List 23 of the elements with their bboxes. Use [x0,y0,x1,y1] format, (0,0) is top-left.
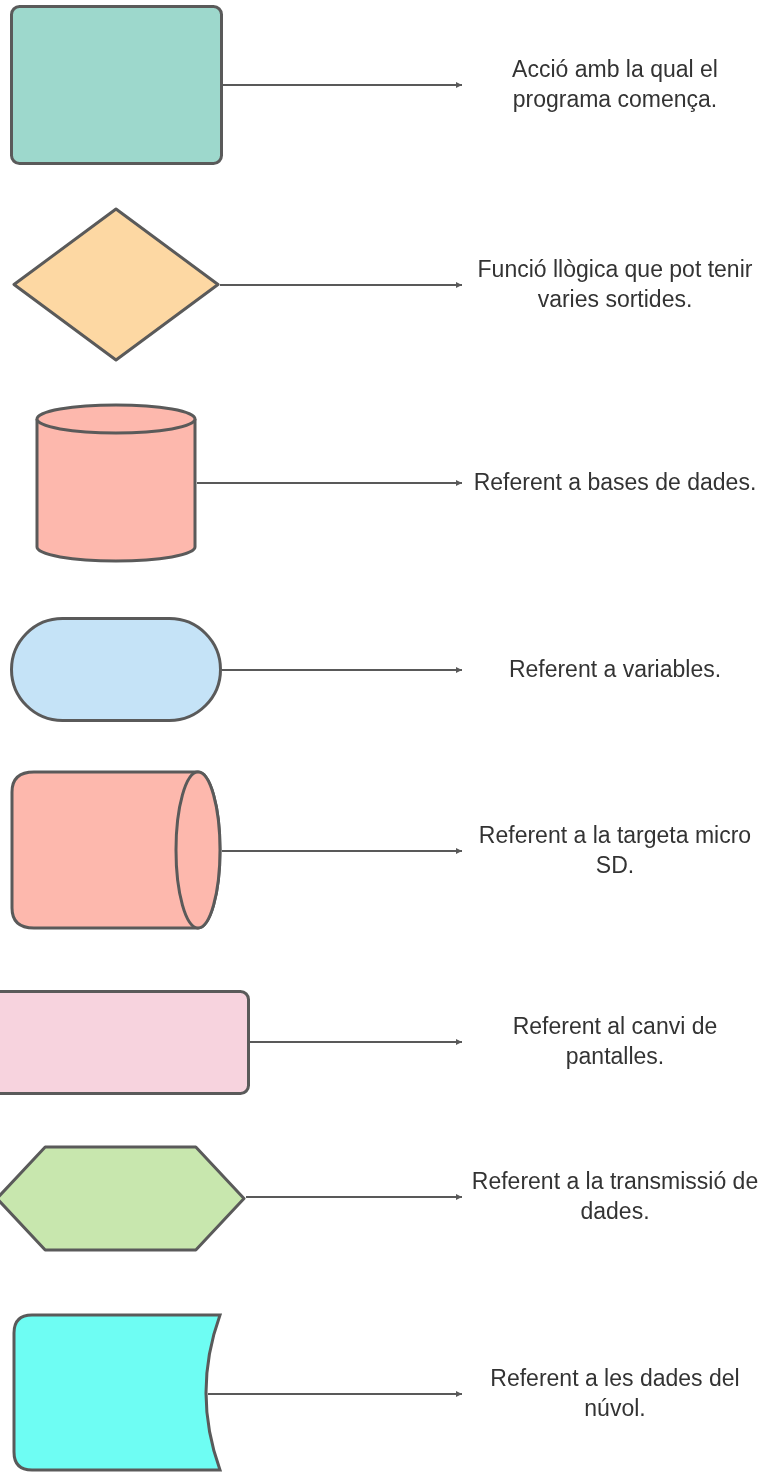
arrow [222,82,463,88]
cylinder-shape [35,403,197,563]
arrow [207,1391,463,1397]
arrow [196,480,463,486]
arrow [219,282,463,288]
description-text: Referent a bases de dades. [473,468,757,498]
box-shape [10,5,223,165]
arrow [245,1194,463,1200]
description-text: Referent a les dades del núvol. [489,1364,741,1423]
diamond-shape [12,207,220,362]
arrow [221,848,463,854]
storage-shape [12,1313,222,1472]
description-text: Referent a la targeta micro SD. [477,821,753,880]
description-text: Funció llògica que pot tenir varies sortides. [476,255,754,314]
hexagon-shape [0,1145,246,1252]
description-text: Referent a variables. [508,655,722,685]
box-shape [0,990,250,1095]
arrow [249,1039,463,1045]
description-text: Referent al canvi de pantalles. [511,1012,719,1071]
description-text: Referent a la transmissió de dades. [471,1167,759,1226]
drum-shape [10,770,222,930]
arrow [221,667,463,673]
description-text: Acció amb la qual el programa comença. [511,55,719,114]
